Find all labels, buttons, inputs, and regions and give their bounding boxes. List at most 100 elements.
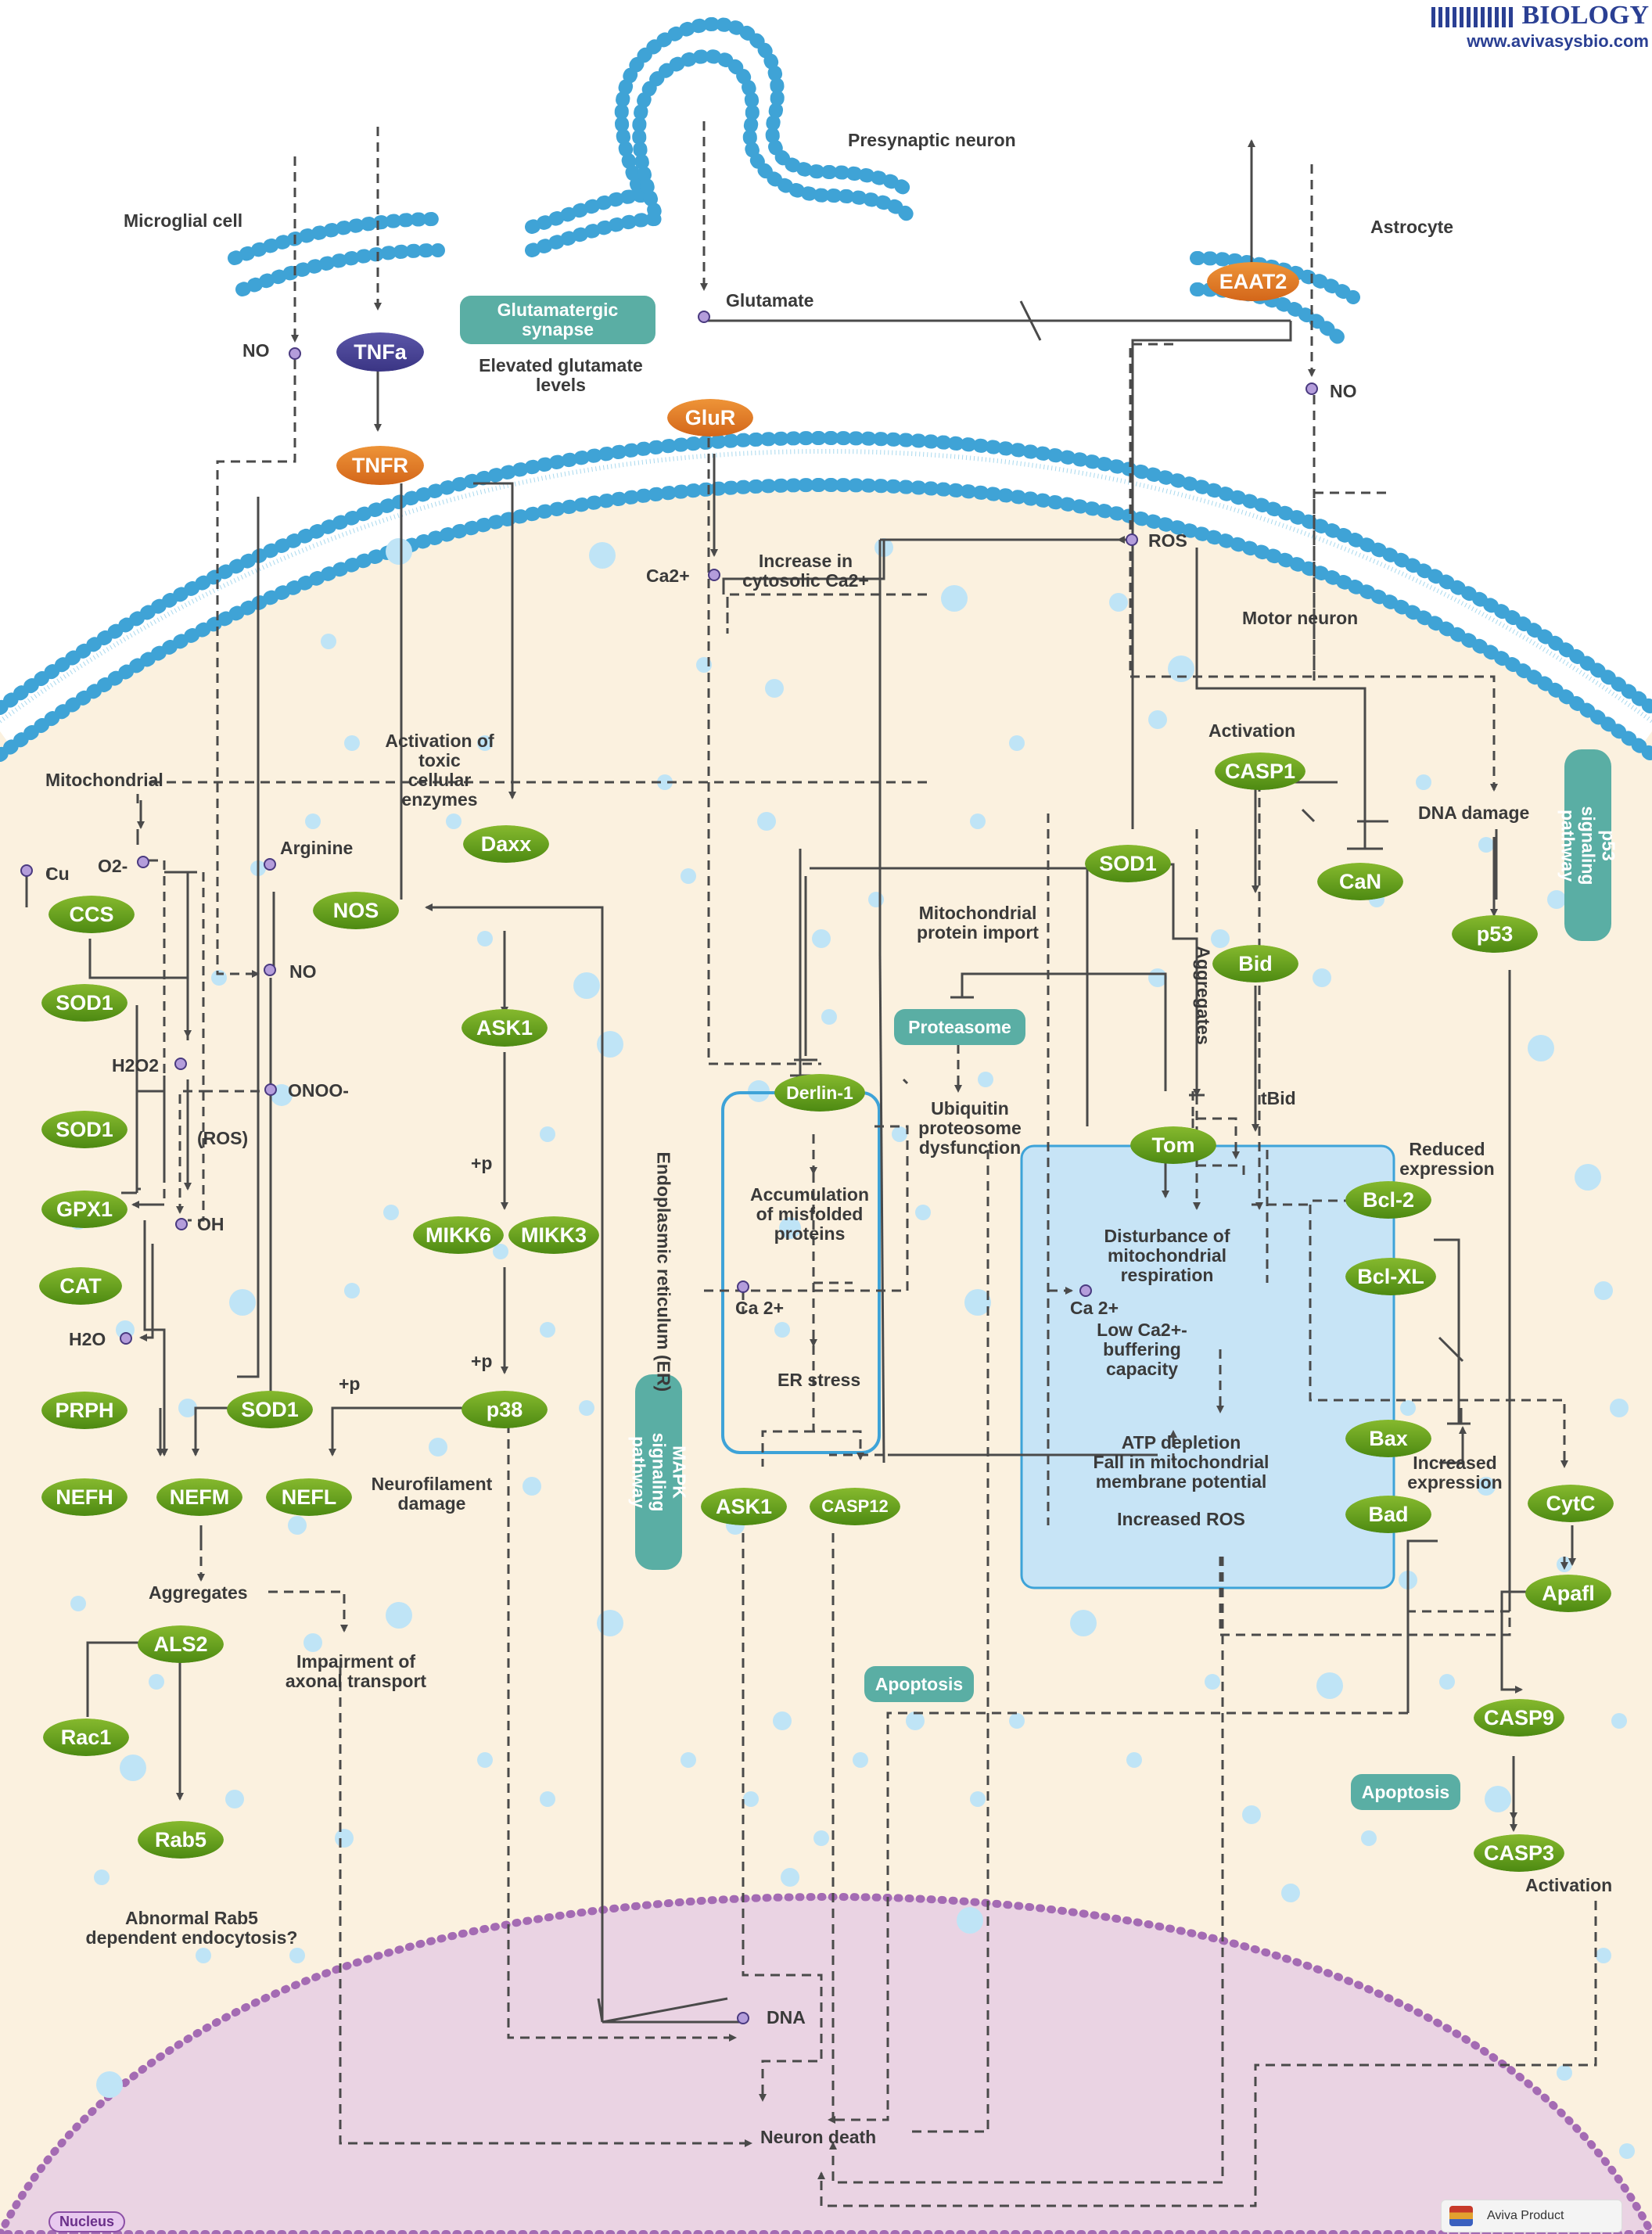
sod1-node-a[interactable]: SOD1 [41,984,127,1022]
apoptosis-box-a: Apoptosis [864,1666,974,1702]
bid-node[interactable]: Bid [1212,945,1298,982]
mikk3-node[interactable]: MIKK3 [508,1216,599,1254]
rab5-node[interactable]: Rab5 [138,1821,224,1859]
ca2-er-label: Ca 2+ [735,1298,785,1318]
ask1-node-b[interactable]: ASK1 [701,1488,787,1525]
cell-membrane [0,430,1652,762]
rac1-node[interactable]: Rac1 [43,1719,129,1756]
atp-depletion-label: ATP depletion [1121,1432,1241,1453]
glur-node[interactable]: GluR [667,399,753,436]
bclxl-node[interactable]: Bcl-XL [1345,1258,1436,1295]
elevated-label: Elevated glutamate levels [479,355,643,395]
aggregates-left-label: Aggregates [149,1582,248,1603]
casp3-node[interactable]: CASP3 [1474,1834,1564,1872]
no-mid-label: NO [289,961,317,982]
dna-damage-label: DNA damage [1418,803,1530,823]
misfolded-label: Accumulation of misfolded proteins [749,1184,870,1244]
tbid-label: tBid [1261,1088,1296,1108]
sod1-node-b[interactable]: SOD1 [41,1111,127,1148]
prph-node[interactable]: PRPH [41,1392,127,1429]
er-label: Endoplasmic reticulum (ER) [653,1151,674,1392]
presynaptic-label: Presynaptic neuron [848,130,1016,150]
daxx-node[interactable]: Daxx [463,825,549,863]
neuron-death-label: Neuron death [760,2127,877,2147]
arginine-label: Arginine [280,838,354,858]
abnormal-rab5-label: Abnormal Rab5 dependent endocytosis? [85,1908,298,1948]
fall-potential-label: Fall in mitochondrial membrane potential [1093,1452,1270,1492]
brand-url[interactable]: www.avivasysbio.com [1467,31,1649,51]
o2-label: O2- [98,856,128,876]
p53-node[interactable]: p53 [1452,915,1538,953]
p53-pathway-box: p53 signaling pathway [1557,749,1618,941]
low-ca-label: Low Ca2+- buffering capacity [1097,1320,1187,1379]
microglial-label: Microglial cell [124,210,243,231]
ca2-top-label: Ca2+ [646,566,690,586]
mapk-pathway-box: MAPK signaling pathway [628,1374,689,1570]
sod1-node-d[interactable]: SOD1 [1085,845,1171,882]
apoptosis-box-b: Apoptosis [1351,1774,1460,1810]
cu-label: Cu [45,864,70,884]
ccs-node[interactable]: CCS [48,896,135,933]
h2o2-label: H2O2 [112,1055,160,1076]
oh-label: OH [197,1214,224,1234]
reduced-expression-label: Reduced expression [1399,1139,1495,1179]
casp12-node[interactable]: CASP12 [810,1488,900,1525]
dna-label: DNA [767,2007,806,2027]
bcl2-node[interactable]: Bcl-2 [1345,1181,1431,1219]
nefh-node[interactable]: NEFH [41,1478,127,1516]
no-left-label: NO [242,340,270,361]
nucleus-tag: Nucleus [48,2211,126,2232]
casp9-node[interactable]: CASP9 [1474,1699,1564,1737]
als2-node[interactable]: ALS2 [138,1625,224,1663]
plus-p-label-2: +p [471,1351,493,1371]
bad-node[interactable]: Bad [1345,1496,1431,1533]
aggregates-right-label: Aggregates [1193,946,1214,1045]
nos-node[interactable]: NOS [313,892,399,929]
nefl-node[interactable]: NEFL [266,1478,352,1516]
toxic-enzymes-label: Activation of toxic cellular enzymes [385,731,494,810]
brand-title: BIOLOGY [1414,0,1649,31]
motor-neuron-label: Motor neuron [1242,608,1359,628]
mitochondrial-label: Mitochondrial [45,770,163,790]
product-box-icon [1449,2206,1473,2226]
mito-import-label: Mitochondrial protein import [917,903,1039,943]
brand-logo: BIOLOGY www.avivasysbio.com [1414,0,1649,52]
ask1-node-a[interactable]: ASK1 [461,1009,548,1047]
casp1-node[interactable]: CASP1 [1215,752,1305,790]
activation-bottom-label: Activation [1525,1875,1613,1895]
ros-top-label: ROS [1148,530,1187,551]
no-right-label: NO [1330,381,1357,401]
vesicles [69,538,1635,2159]
p38-node[interactable]: p38 [461,1391,548,1428]
plus-p-label-3: +p [339,1374,361,1394]
molecule-dots [20,311,1318,2024]
aviva-product-badge[interactable]: Aviva Product [1441,2200,1622,2232]
onoo-label: ONOO- [288,1080,349,1101]
p53-pathway-label: p53 signaling pathway [1557,806,1619,885]
h2o-label: H2O [69,1329,106,1349]
tnfa-node[interactable]: TNFa [336,332,424,372]
derlin1-node[interactable]: Derlin-1 [774,1074,865,1112]
cytc-node[interactable]: CytC [1528,1485,1614,1522]
increased-expression-label: Increased expression [1407,1453,1503,1492]
glutamatergic-synapse-box: Glutamatergic synapse [460,296,655,344]
neurofilament-label: Neurofilament damage [371,1474,493,1514]
can-node[interactable]: CaN [1317,863,1403,900]
er-stress-label: ER stress [778,1370,861,1390]
tom-node[interactable]: Tom [1130,1126,1216,1164]
nefm-node[interactable]: NEFM [156,1478,242,1516]
gpx1-node[interactable]: GPX1 [41,1191,127,1228]
apafl-node[interactable]: Apafl [1525,1575,1611,1612]
microglial-membrane [228,212,445,296]
pathway-arrows [25,121,1597,2207]
tnfr-node[interactable]: TNFR [336,446,424,485]
sod1-node-c[interactable]: SOD1 [227,1391,313,1428]
cat-node[interactable]: CAT [39,1267,122,1305]
ros-paren-label: (ROS) [197,1128,249,1148]
bax-node[interactable]: Bax [1345,1420,1431,1457]
logo-grid-icon [1431,7,1516,28]
ca2-mito-label: Ca 2+ [1070,1298,1119,1318]
eaat2-node[interactable]: EAAT2 [1207,262,1299,301]
mapk-pathway-label: MAPK signaling pathway [628,1432,689,1512]
mikk6-node[interactable]: MIKK6 [413,1216,504,1254]
